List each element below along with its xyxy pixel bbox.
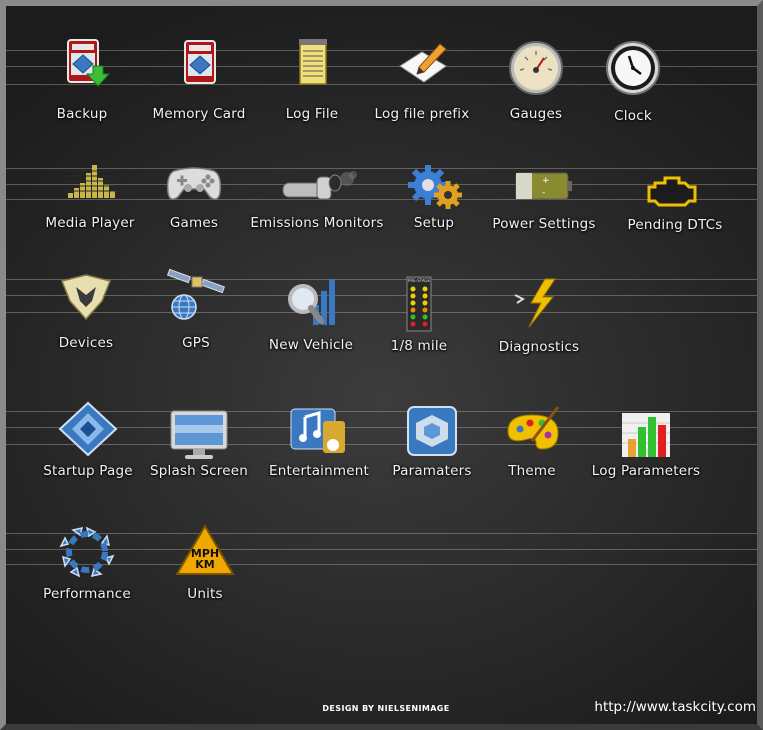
- clock-label: Clock: [614, 108, 652, 124]
- gamepad-icon: [164, 157, 224, 213]
- monitor-icon: [169, 407, 229, 463]
- gauge-icon: [506, 40, 566, 96]
- guide-line: [6, 427, 757, 428]
- guide-line: [6, 444, 757, 445]
- svg-text:-: -: [542, 188, 545, 198]
- theme-label: Theme: [508, 463, 556, 479]
- battery-icon: +-: [514, 159, 574, 215]
- check-engine-icon: [645, 165, 705, 221]
- memory-card-icon: [169, 36, 229, 92]
- website-url[interactable]: http://www.taskcity.com: [594, 699, 756, 715]
- guide-line: [6, 168, 757, 169]
- clock-icon: [603, 40, 663, 96]
- svg-text:+: +: [542, 176, 550, 186]
- setup-label: Setup: [413, 215, 455, 231]
- gears-icon: [404, 159, 464, 215]
- media-player-label: Media Player: [45, 215, 135, 231]
- cube-icon: [402, 405, 462, 461]
- devices-label: Devices: [58, 335, 114, 351]
- guide-line: [6, 50, 757, 51]
- log-parameters-label: Log Parameters: [591, 463, 701, 479]
- startup-page-label: Startup Page: [43, 463, 133, 479]
- new-vehicle-label: New Vehicle: [268, 337, 354, 353]
- backup-icon: [52, 36, 112, 92]
- guide-line: [6, 66, 757, 67]
- splash-screen-label: Splash Screen: [149, 463, 249, 479]
- guide-line: [6, 533, 757, 534]
- magnifier-chart-icon: [281, 275, 341, 331]
- guide-line: [6, 184, 757, 185]
- power-settings-label: Power Settings: [492, 216, 596, 232]
- guide-line: [6, 411, 757, 412]
- notepad-icon: [282, 36, 342, 92]
- log-file-prefix-label: Log file prefix: [374, 106, 470, 122]
- performance-label: Performance: [43, 586, 131, 602]
- pencil-paper-icon: [392, 36, 452, 92]
- drag-tree-icon: PRE-STAGE: [389, 271, 449, 333]
- units-label: Units: [187, 586, 223, 602]
- guide-line: [6, 549, 757, 550]
- eighth-mile-label: 1/8 mile: [390, 338, 448, 354]
- emissions-monitors-label: Emissions Monitors: [250, 215, 384, 231]
- bar-graph-icon: [616, 409, 676, 465]
- memory-card-label: Memory Card: [152, 106, 246, 122]
- diagnostics-label: Diagnostics: [498, 339, 580, 355]
- exhaust-pipe-icon: [277, 161, 357, 217]
- guide-line: [6, 199, 757, 200]
- gauges-label: Gauges: [509, 106, 563, 122]
- guide-line: [6, 279, 757, 280]
- pending-dtcs-label: Pending DTCs: [627, 217, 723, 233]
- music-notes-icon: [289, 405, 349, 461]
- gps-label: GPS: [182, 335, 210, 351]
- tree-text: PRE-STAGE: [408, 278, 431, 283]
- design-credit: DESIGN BY NIELSENIMAGE: [322, 704, 450, 713]
- devices-icon: [56, 271, 116, 327]
- paramaters-label: Paramaters: [392, 463, 472, 479]
- backup-label: Backup: [56, 106, 108, 122]
- satellite-icon: [166, 265, 226, 321]
- entertainment-label: Entertainment: [268, 463, 369, 479]
- diamond-icon: [58, 401, 118, 457]
- units-mph-text: MPH: [191, 547, 219, 560]
- palette-icon: [502, 405, 562, 461]
- equalizer-icon: [60, 153, 120, 209]
- lightning-icon: [509, 275, 569, 331]
- log-file-label: Log File: [285, 106, 339, 122]
- guide-line: [6, 564, 757, 565]
- games-label: Games: [169, 215, 219, 231]
- units-km-text: KM: [195, 558, 214, 571]
- arrows-circle-icon: [57, 524, 117, 580]
- guide-line: [6, 295, 757, 296]
- guide-line: [6, 312, 757, 313]
- guide-line: [6, 84, 757, 85]
